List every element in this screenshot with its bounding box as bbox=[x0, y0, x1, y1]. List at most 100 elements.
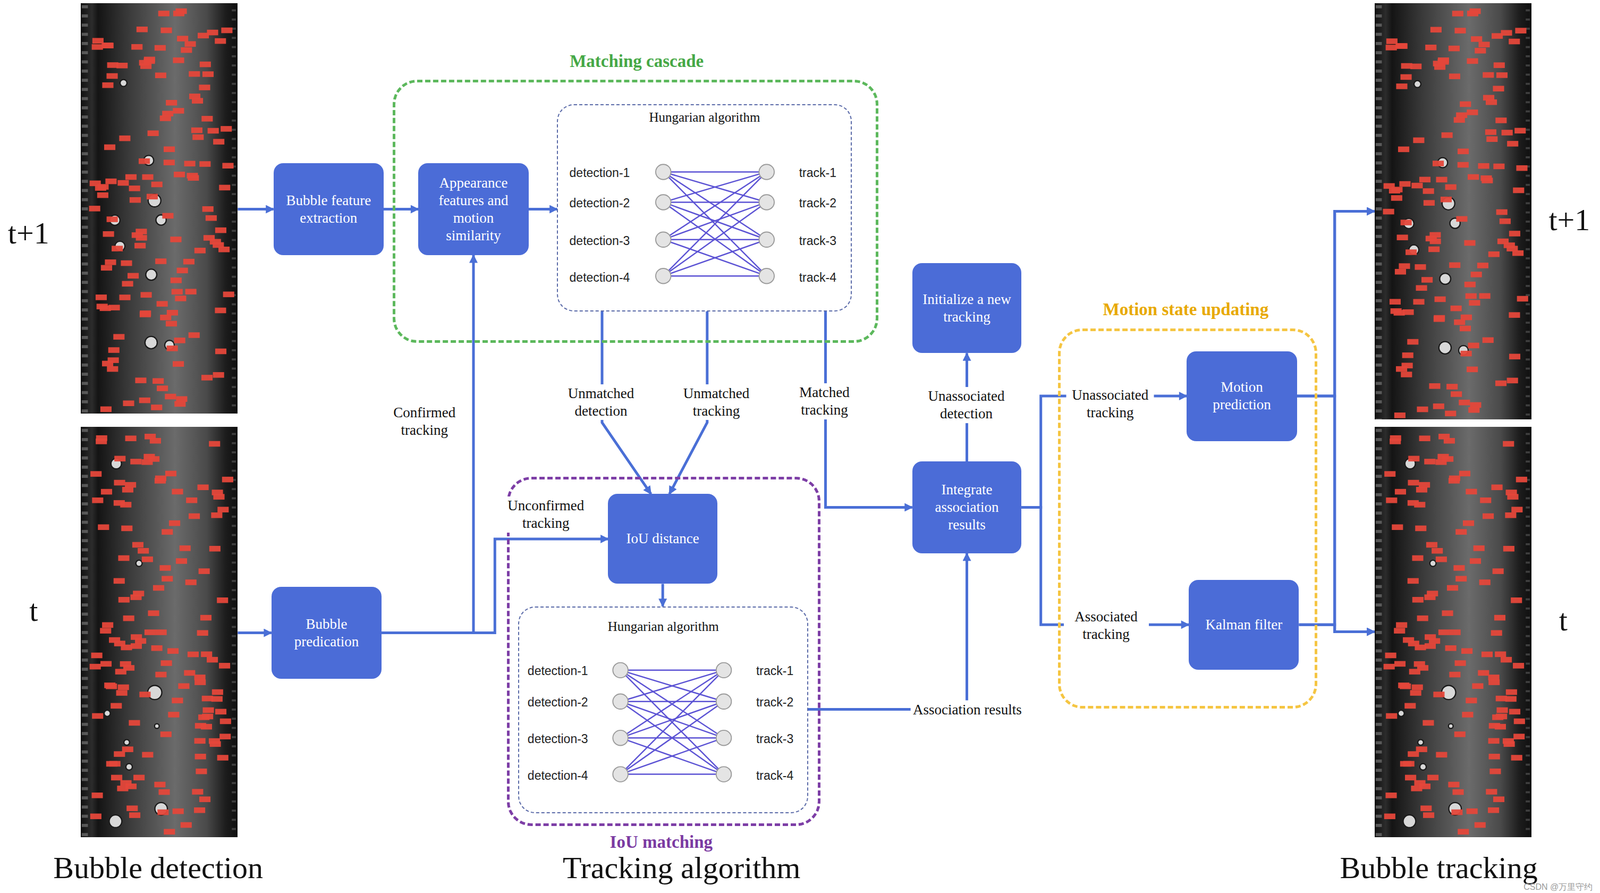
red-box bbox=[156, 300, 168, 307]
edge-label: Unassociated detection bbox=[919, 386, 1013, 423]
red-box bbox=[111, 774, 123, 781]
red-box bbox=[1467, 342, 1479, 349]
rail-mark bbox=[231, 210, 236, 214]
rail-mark bbox=[1375, 805, 1383, 809]
rail-mark bbox=[1375, 428, 1383, 433]
rail-mark bbox=[1525, 763, 1530, 766]
red-box bbox=[1422, 719, 1434, 726]
graph-vertex bbox=[655, 194, 672, 210]
graph-vertex bbox=[655, 231, 672, 248]
red-box bbox=[1487, 674, 1500, 681]
edge-label: Associated tracking bbox=[1063, 607, 1149, 644]
red-box bbox=[1471, 682, 1484, 689]
red-box bbox=[1435, 459, 1447, 465]
rail-mark bbox=[81, 207, 89, 211]
red-box bbox=[1407, 339, 1419, 345]
red-box bbox=[1394, 268, 1407, 275]
red-box bbox=[1516, 295, 1528, 302]
red-box bbox=[100, 405, 112, 412]
rail-mark bbox=[81, 676, 89, 680]
red-box bbox=[1496, 706, 1508, 713]
rail-mark bbox=[81, 381, 89, 385]
assignment-line bbox=[663, 275, 767, 277]
red-box bbox=[139, 310, 151, 317]
rail-mark bbox=[1375, 225, 1383, 229]
rail-mark bbox=[1375, 234, 1383, 239]
rail-mark bbox=[231, 763, 236, 766]
rail-mark bbox=[1375, 511, 1383, 515]
graph-vertex bbox=[759, 194, 775, 210]
panel-title: Hungarian algorithm bbox=[648, 109, 760, 125]
rail-mark bbox=[81, 704, 89, 708]
rail-mark bbox=[81, 261, 89, 266]
rail-mark bbox=[1375, 299, 1383, 303]
red-box bbox=[210, 512, 223, 519]
rail-mark bbox=[1375, 243, 1383, 248]
rail-mark bbox=[81, 5, 89, 9]
red-box bbox=[1385, 497, 1398, 504]
red-box bbox=[1453, 319, 1466, 326]
red-box bbox=[163, 146, 175, 152]
assignment-line bbox=[663, 239, 767, 276]
red-box bbox=[156, 385, 168, 392]
rail-mark bbox=[231, 781, 236, 784]
track-label: track-1 bbox=[799, 165, 837, 180]
red-box bbox=[191, 127, 203, 134]
red-box bbox=[1401, 362, 1413, 369]
red-box bbox=[1493, 614, 1505, 621]
red-box bbox=[111, 245, 123, 252]
red-box bbox=[100, 660, 112, 667]
frame-label: t+1 bbox=[7, 214, 50, 251]
bubble bbox=[104, 709, 111, 717]
graph-vertex bbox=[613, 693, 629, 709]
red-box bbox=[1494, 650, 1506, 657]
group-heading: Motion state updating bbox=[1103, 299, 1269, 319]
red-box bbox=[1470, 271, 1482, 278]
rail-mark bbox=[231, 284, 236, 287]
rail-mark bbox=[1525, 147, 1530, 150]
detection-label: detection-3 bbox=[569, 233, 631, 249]
red-box bbox=[1507, 140, 1519, 147]
rail-mark bbox=[231, 174, 236, 177]
red-box bbox=[1509, 353, 1521, 360]
rail-mark bbox=[1375, 124, 1383, 128]
red-box bbox=[1512, 187, 1525, 193]
red-box bbox=[1398, 146, 1410, 152]
rail-mark bbox=[1375, 23, 1383, 27]
rail-mark bbox=[1525, 257, 1530, 260]
red-box bbox=[1495, 713, 1508, 719]
red-box bbox=[155, 671, 167, 677]
red-box bbox=[1432, 160, 1444, 167]
red-box bbox=[1465, 697, 1477, 704]
bubble bbox=[1417, 739, 1424, 746]
red-box bbox=[107, 346, 120, 353]
red-box bbox=[100, 264, 113, 271]
rail-mark bbox=[1375, 547, 1383, 552]
rail-mark bbox=[81, 685, 89, 689]
red-box bbox=[130, 642, 142, 649]
red-box bbox=[88, 205, 100, 212]
red-box bbox=[1452, 788, 1464, 795]
rail-mark bbox=[81, 344, 89, 349]
red-box bbox=[1455, 528, 1467, 535]
red-box bbox=[97, 523, 109, 530]
red-box bbox=[1460, 314, 1472, 321]
box-text: Appearance features and motion similarit… bbox=[425, 174, 521, 245]
red-box bbox=[1393, 309, 1405, 316]
rail-mark bbox=[81, 179, 89, 183]
red-box bbox=[1508, 311, 1520, 318]
red-box bbox=[1429, 238, 1441, 244]
group-region: Motion state updatingMotion predictionKa… bbox=[1057, 328, 1318, 708]
red-box bbox=[1412, 298, 1425, 305]
assignment-line bbox=[663, 171, 767, 276]
rail-mark bbox=[1525, 524, 1530, 527]
red-box bbox=[1383, 813, 1395, 819]
bubble bbox=[1402, 814, 1416, 828]
red-box bbox=[1466, 10, 1478, 17]
red-box bbox=[117, 596, 130, 603]
red-box bbox=[184, 579, 197, 586]
red-box bbox=[104, 259, 116, 266]
red-box bbox=[202, 71, 214, 78]
rail-mark bbox=[1525, 662, 1530, 665]
red-box bbox=[1453, 564, 1465, 571]
